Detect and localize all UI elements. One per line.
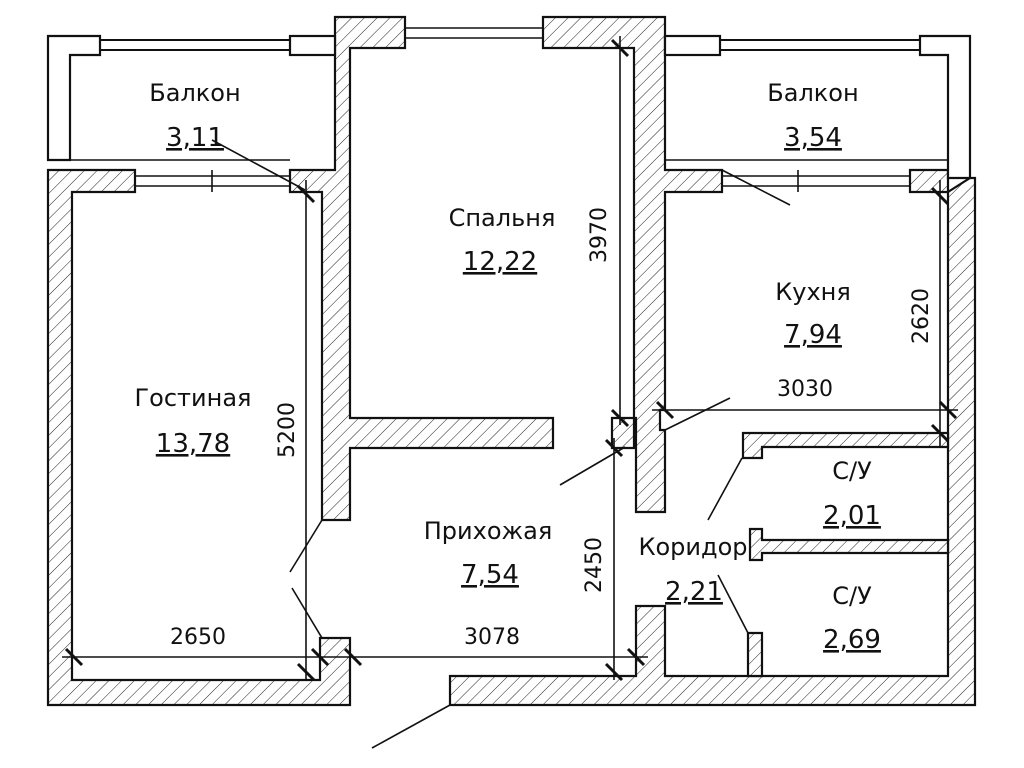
dim-kitchen-height: 2620 [909,288,934,344]
room-area-kitchen: 7,94 [784,320,842,350]
room-name-corridor: Коридор [638,533,747,561]
room-area-hall: 7,54 [461,560,519,590]
dim-kitchen-width: 3030 [777,377,833,402]
room-area-corridor: 2,21 [665,577,723,607]
room-area-balcony-right: 3,54 [784,123,842,153]
room-name-bath-top: С/У [832,457,872,485]
room-name-living: Гостиная [135,384,252,412]
room-name-balcony-right: Балкон [767,79,858,107]
walls [46,15,977,707]
room-name-bedroom: Спальня [449,204,556,232]
wall-bath-partition-2 [748,527,950,562]
room-area-bath-top: 2,01 [823,501,881,531]
wall-living-left [46,168,352,707]
room-name-bath-bottom: С/У [832,582,872,610]
room-area-balcony-left: 3,11 [166,123,224,153]
wall-kitchen-right [908,168,950,194]
dim-hall-height: 2450 [582,537,607,593]
dimension-lines [62,36,958,682]
wall-bedroom-right [541,15,724,514]
wall-bath-partition-1 [741,431,950,460]
room-labels: Балкон 3,11 Балкон 3,54 Спальня 12,22 Ку… [135,79,881,655]
dim-living-width: 2650 [170,625,226,650]
room-area-bath-bottom: 2,69 [823,625,881,655]
room-area-bedroom: 12,22 [463,247,537,277]
dim-living-height: 5200 [275,402,300,458]
windows [70,27,948,206]
room-name-balcony-left: Балкон [149,79,240,107]
dim-bedroom-height: 3970 [587,207,612,263]
dim-hall-width: 3078 [464,625,520,650]
room-area-living: 13,78 [156,429,230,459]
wall-bath-stub [746,631,764,678]
wall-bedroom-left [288,15,555,522]
room-name-kitchen: Кухня [775,278,851,306]
wall-balcony-left [46,34,102,162]
room-name-hall: Прихожая [424,517,553,545]
wall-balcony-right [918,34,972,180]
dimension-labels: 3970 2620 3030 5200 2650 3078 2450 [170,207,934,650]
